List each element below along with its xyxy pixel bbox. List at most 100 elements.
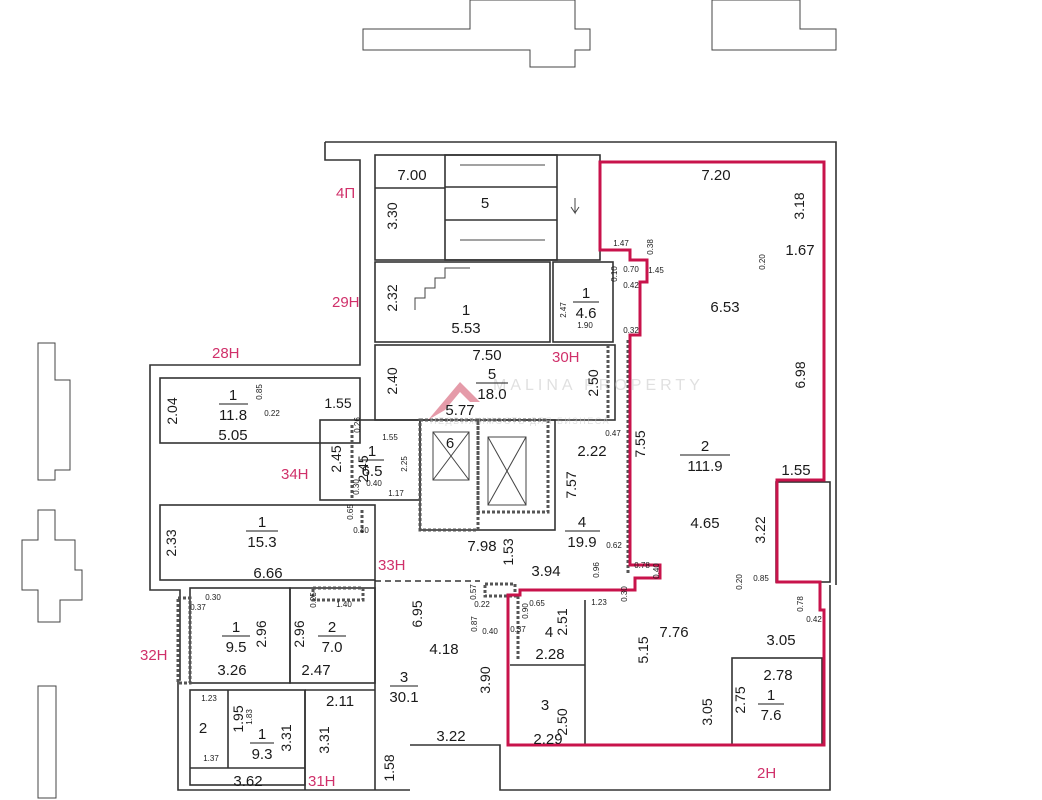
unit-label: 32Н (140, 647, 168, 664)
dimension-label: 0.65 (346, 504, 355, 520)
dimension-label: 0.42 (806, 615, 822, 624)
dimension-label: 0.30 (352, 479, 361, 495)
room-number: 6 (446, 435, 454, 452)
lift-shafts (432, 431, 527, 506)
dimension-label: 7.20 (701, 167, 730, 184)
room-area: 18.0 (477, 386, 506, 403)
room-number: 2 (199, 720, 207, 737)
room-area: 30.1 (389, 689, 418, 706)
dimension-label: 0.42 (623, 281, 639, 290)
dimension-label: 0.32 (623, 326, 639, 335)
dimension-label: 0.47 (605, 429, 621, 438)
dimension-label: 1.95 (230, 705, 246, 732)
room-area: 6.5 (362, 463, 383, 480)
unit-label: 33Н (378, 557, 406, 574)
room-number: 1 (258, 514, 266, 531)
unit-label: 30Н (552, 349, 580, 366)
dimension-label: 0.10 (610, 266, 619, 282)
room-number: 1 (368, 443, 376, 460)
dimension-label: 7.50 (472, 347, 501, 364)
room-numbers: 5 1 1 1 5 1 6 1 4 2 1 2 3 4 3 1 2 1 (199, 195, 775, 743)
unit-label: 28Н (212, 345, 240, 362)
room-area: 9.5 (226, 639, 247, 656)
dimension-label: 1.83 (245, 709, 254, 725)
dimension-label: 3.90 (477, 666, 493, 693)
dimension-label: 1.67 (785, 242, 814, 259)
dimension-label: 0.40 (353, 526, 369, 535)
dimension-label: 3.31 (278, 724, 294, 751)
dimension-label: 2.40 (384, 367, 400, 394)
room-number: 1 (229, 387, 237, 404)
dimension-label: 4.18 (429, 641, 458, 658)
dimension-label: 2.32 (384, 284, 400, 311)
dimension-label: 2.04 (164, 397, 180, 424)
dimension-label: 2.78 (763, 667, 792, 684)
dimension-label: 0.40 (366, 479, 382, 488)
room-areas: 4.6 11.8 18.0 6.5 15.3 19.9 111.9 9.5 7.… (219, 305, 781, 763)
dimension-label: 0.62 (606, 541, 622, 550)
dimension-label: 0.65 (529, 599, 545, 608)
room-number: 3 (541, 697, 549, 714)
room-number: 5 (481, 195, 489, 212)
unit-label: 31Н (308, 773, 336, 790)
room-number: 1 (767, 687, 775, 704)
dimension-label: 0.40 (652, 563, 661, 579)
unit-2n-boundary (506, 160, 826, 747)
dimension-label: 5.05 (218, 427, 247, 444)
room-number: 1 (462, 302, 470, 319)
dimension-label: 2.96 (291, 620, 307, 647)
dimension-label: 0.85 (753, 574, 769, 583)
dimension-label: 2.11 (326, 693, 354, 710)
room-area: 7.0 (322, 639, 343, 656)
dimension-label: 0.57 (469, 584, 478, 600)
dimension-label: 0.20 (758, 254, 767, 270)
dimension-label: 2.45 (328, 445, 344, 472)
room-number: 1 (258, 726, 266, 743)
dimension-label: 7.00 (397, 167, 426, 184)
room-number: 4 (578, 514, 586, 531)
dimension-label: 1.37 (203, 754, 219, 763)
stair-steps (414, 164, 580, 310)
fraction-bars (219, 301, 784, 744)
dimension-label: 0.37 (510, 625, 526, 634)
dimension-label: 1.53 (500, 538, 516, 565)
dimension-label: 2.75 (732, 686, 748, 713)
room-number: 4 (545, 624, 553, 641)
room-area: 15.3 (247, 534, 276, 551)
dimension-label: 2.50 (585, 369, 601, 396)
dimension-label: 5.15 (635, 636, 651, 663)
dimension-label: 6.66 (253, 565, 282, 582)
dimension-label: 3.05 (766, 632, 795, 649)
dimension-label: 2.29 (533, 731, 562, 748)
watermark: MALINA PROPERTY НЕДВИЖИМОСТЬ ДЛЯ БИЗНЕСА (428, 377, 700, 426)
dimension-label: 2.22 (577, 443, 606, 460)
dimension-label: 3.94 (531, 563, 560, 580)
room-number: 2 (701, 438, 709, 455)
dimension-label: 0.22 (474, 600, 490, 609)
dimension-label: 3.30 (384, 202, 400, 229)
room-area: 7.6 (761, 707, 782, 724)
unit-label: 29Н (332, 294, 360, 311)
dimension-label: 0.26 (353, 417, 362, 433)
dimension-label: 0.37 (190, 603, 206, 612)
unit-label: 4П (336, 185, 355, 202)
dimension-label: 5.53 (451, 320, 480, 337)
dimension-label: 0.38 (646, 239, 655, 255)
room-area: 111.9 (687, 458, 722, 475)
dimension-label: 0.22 (264, 409, 280, 418)
dimension-label: 0.96 (592, 562, 601, 578)
dimension-label: 0.90 (521, 603, 530, 619)
room-area: 4.6 (576, 305, 597, 322)
dimension-label: 0.70 (623, 265, 639, 274)
dimension-label: 0.78 (796, 596, 805, 612)
dimension-label: 2.47 (301, 662, 330, 679)
room-number: 1 (232, 619, 240, 636)
dimension-label: 5.77 (445, 402, 474, 419)
dimension-label: 6.95 (409, 600, 425, 627)
room-number: 1 (582, 285, 590, 302)
site-outlines (21, 0, 837, 799)
dimension-label: 1.55 (324, 395, 351, 411)
dimension-label: 1.47 (613, 239, 629, 248)
